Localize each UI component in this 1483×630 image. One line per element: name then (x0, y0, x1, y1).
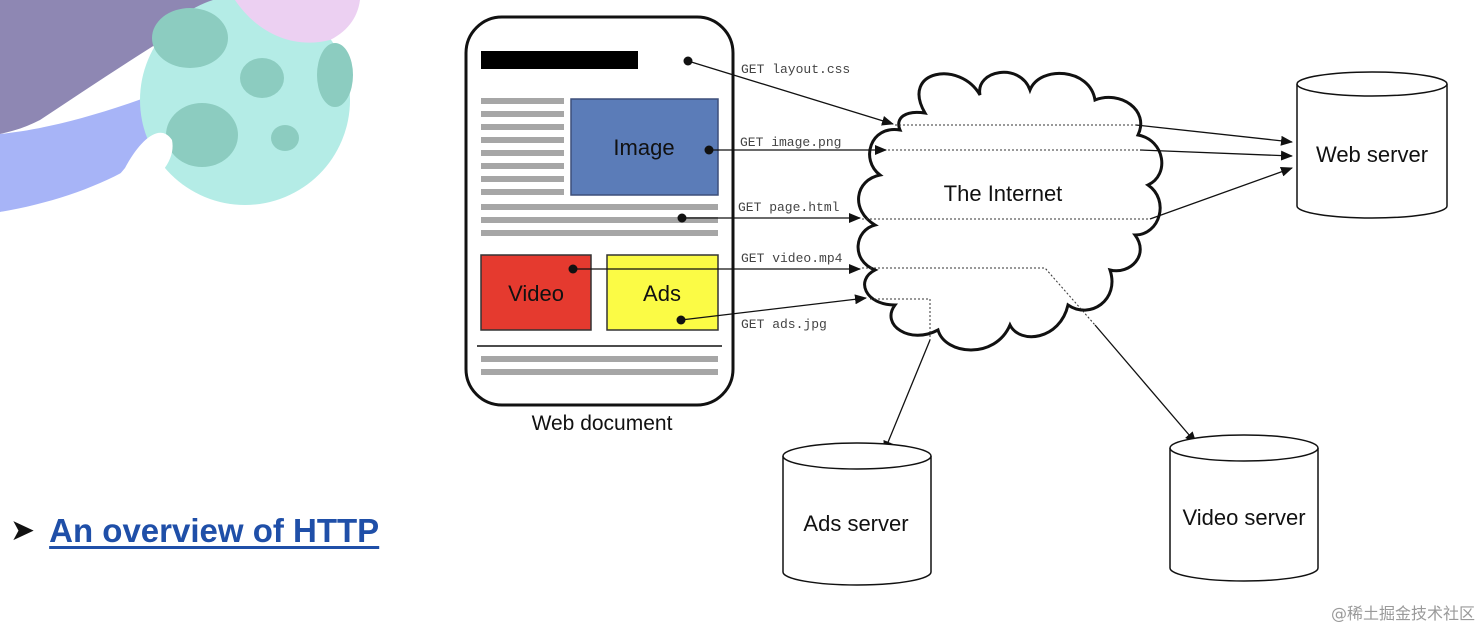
request-label-mp4: GET video.mp4 (741, 251, 843, 266)
internet-label: The Internet (944, 181, 1063, 206)
overview-bullet-row: ➤ An overview of HTTP (10, 512, 379, 550)
overview-of-http-link[interactable]: An overview of HTTP (49, 512, 380, 549)
web-document-label: Web document (532, 412, 673, 435)
request-arrows (573, 60, 894, 321)
watermark: @稀土掘金技术社区 (1330, 604, 1475, 623)
cloud-routes (862, 124, 1150, 340)
web-document: Image Video Ads Web document (464, 15, 735, 435)
image-box (570, 98, 719, 196)
arrowhead-bullet-icon: ➤ (10, 513, 36, 548)
ads-label: Ads (643, 281, 681, 306)
video-server-label: Video server (1182, 505, 1305, 530)
request-label-png: GET image.png (740, 135, 841, 150)
internet-cloud: The Internet (856, 70, 1164, 352)
video-label: Video (508, 281, 564, 306)
web-server: Web server (1296, 71, 1448, 219)
image-label: Image (613, 135, 674, 160)
ads-server-label: Ads server (803, 511, 908, 536)
request-label-html: GET page.html (738, 200, 840, 215)
server-arrows (883, 124, 1293, 453)
planet-illustration (0, 0, 360, 240)
request-label-ads: GET ads.jpg (741, 317, 827, 332)
ads-server: Ads server (782, 442, 932, 586)
request-label-css: GET layout.css (741, 62, 850, 77)
video-server: Video server (1169, 434, 1319, 582)
web-server-label: Web server (1316, 142, 1428, 167)
